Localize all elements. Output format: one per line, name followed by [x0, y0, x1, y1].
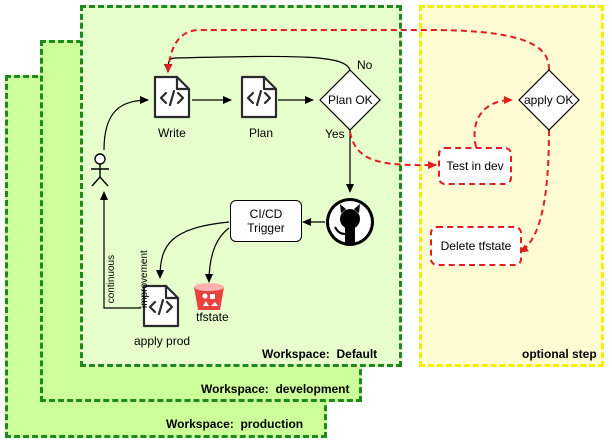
optional-step-container — [419, 5, 604, 367]
cicd-line2: Trigger — [247, 221, 285, 235]
edge-cicd-applyprod — [156, 221, 230, 279]
apply-ok-label: apply OK — [524, 93, 574, 107]
edge-cicd-tfstate — [205, 227, 230, 283]
github-icon — [326, 198, 374, 246]
apply-ok-decision — [518, 69, 580, 131]
cicd-trigger-box: CI/CD Trigger — [230, 200, 302, 242]
optional-step-label: optional step — [522, 347, 597, 361]
plan-ok-label: Plan OK — [328, 93, 373, 107]
continuous-improvement-label: continuous improvement — [84, 250, 172, 308]
delete-tfstate-box: Delete tfstate — [430, 226, 522, 266]
plan-label: Plan — [249, 126, 274, 140]
edge-testindev-applyok — [473, 96, 513, 148]
workspace-default-label: Workspace: Default — [262, 347, 378, 361]
test-in-dev-label: Test in dev — [446, 159, 504, 173]
plan-ok-decision — [319, 69, 381, 131]
test-in-dev-box: Test in dev — [438, 147, 512, 185]
continuous-line2: improvement — [139, 250, 150, 308]
edge-planok-no-write — [164, 55, 351, 73]
delete-tfstate-label: Delete tfstate — [440, 239, 512, 253]
edge-applyprod-person — [100, 191, 141, 309]
edge-applyok-write — [164, 29, 550, 73]
no-label: No — [357, 58, 373, 72]
cicd-line1: CI/CD — [249, 207, 283, 221]
code-file-icon — [153, 75, 191, 119]
continuous-line1: continuous — [106, 254, 117, 304]
person-icon — [91, 153, 109, 187]
yes-label: Yes — [325, 127, 345, 141]
workspace-production-label: Workspace: production — [166, 417, 304, 431]
storage-bucket-icon — [194, 283, 224, 310]
edge-applyok-deletetfstate — [519, 129, 550, 253]
code-file-icon — [142, 284, 180, 328]
edge-person-write — [103, 96, 149, 151]
edge-planok-testindev — [349, 131, 437, 170]
workspace-development-label: Workspace: development — [201, 382, 350, 396]
code-file-icon — [240, 75, 278, 119]
write-label: Write — [158, 126, 186, 140]
apply-prod-label: apply prod — [134, 334, 191, 348]
tfstate-label: tfstate — [196, 310, 229, 324]
